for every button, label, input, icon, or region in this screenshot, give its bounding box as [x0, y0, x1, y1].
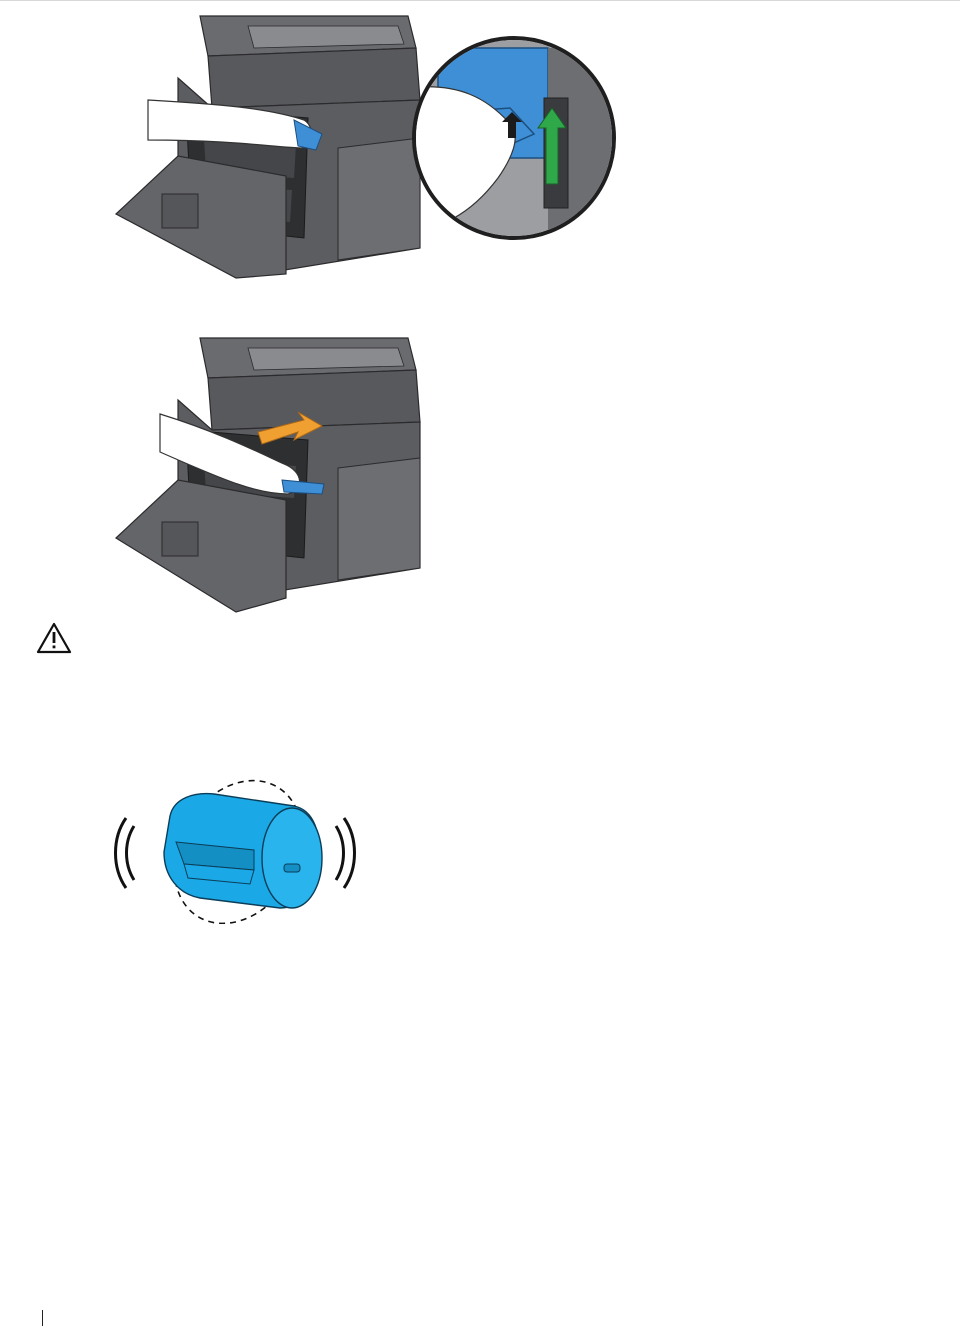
printer-insert-cartridge-figure [108, 332, 428, 620]
printer-lock-lever-figure [108, 8, 618, 280]
toner-cartridge-shake-figure [104, 772, 366, 924]
page-top-rule [0, 0, 960, 7]
caution-triangle-icon [36, 622, 72, 654]
footer-rule [42, 1310, 43, 1326]
